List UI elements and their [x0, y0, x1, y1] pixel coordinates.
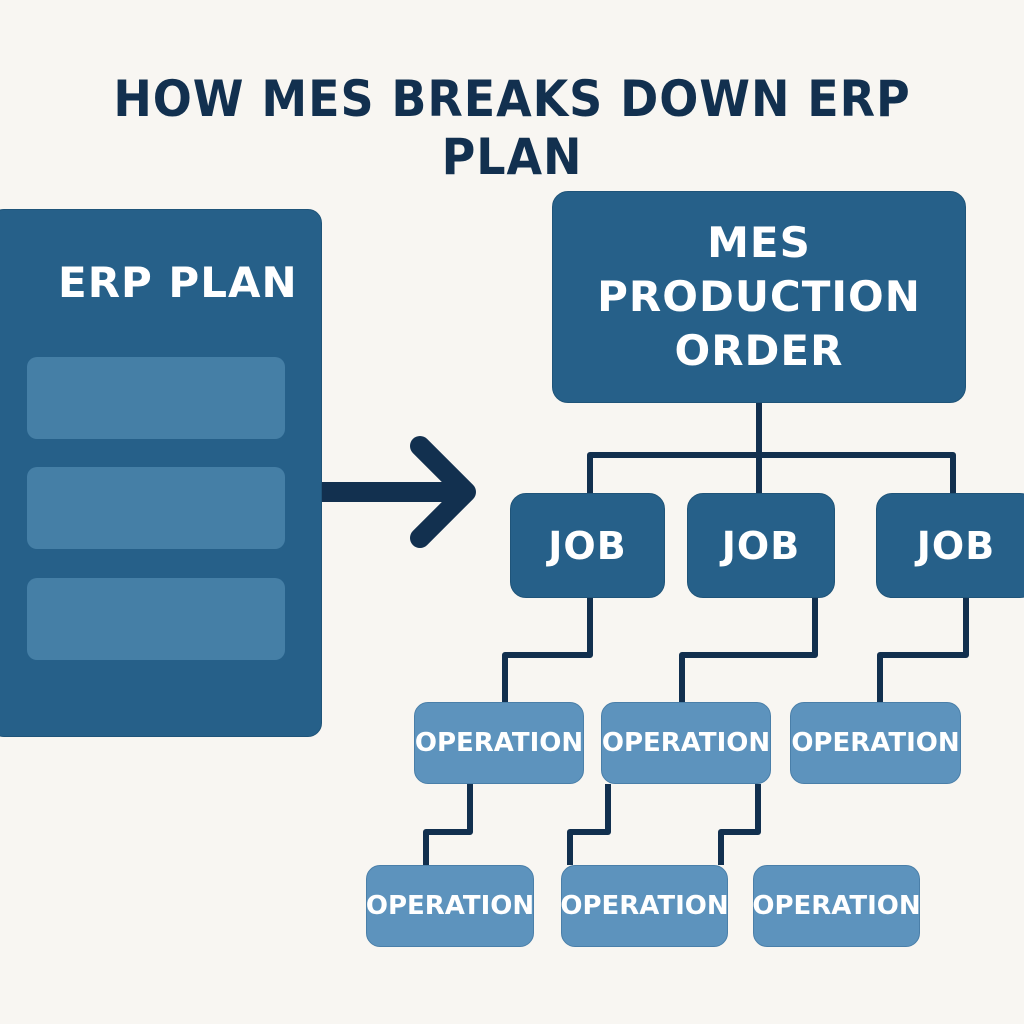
op3-to-op-connector [718, 784, 761, 865]
mes-label-line3: ORDER [674, 326, 844, 375]
operation-box: OPERATION [366, 865, 534, 947]
operation-box: OPERATION [790, 702, 961, 784]
arrow-head-icon [410, 436, 476, 548]
operation-box: OPERATION [752, 865, 921, 947]
job3-to-op-connector [877, 598, 969, 702]
operation-box: OPERATION [560, 865, 729, 947]
erp-plan-label: ERP PLAN [58, 258, 298, 307]
erp-plan-row [27, 578, 285, 660]
op2-to-op-connector [567, 784, 611, 865]
job2-to-op-connector [679, 598, 818, 702]
job1-to-op-connector [502, 598, 593, 702]
mes-label-line1: MES [707, 218, 811, 267]
job-box: JOB [510, 493, 665, 598]
mes-label-line2: PRODUCTION [597, 272, 921, 321]
mes-production-order-box: MES PRODUCTION ORDER [552, 191, 966, 403]
op1-to-op-connector [423, 784, 473, 865]
operation-box: OPERATION [414, 702, 584, 784]
job-box: JOB [876, 493, 1024, 598]
mes-to-jobs-connector [587, 403, 956, 493]
erp-plan-row [27, 357, 285, 439]
job-box: JOB [687, 493, 835, 598]
diagram-title: HOW MES BREAKS DOWN ERP PLAN [113, 70, 911, 186]
erp-plan-row [27, 467, 285, 549]
operation-box: OPERATION [601, 702, 771, 784]
